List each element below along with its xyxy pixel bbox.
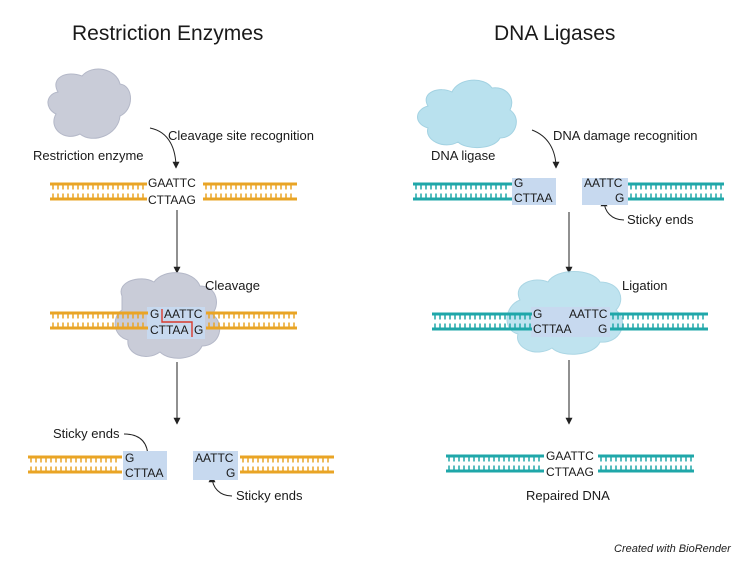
seq-frag-right-bot: G: [226, 466, 235, 480]
highlight-cleavage: [147, 307, 205, 339]
repaired-dna-label: Repaired DNA: [526, 488, 610, 503]
highlight-frag-left: [123, 451, 167, 480]
restriction-enzyme-blob: [47, 68, 131, 139]
seq-left-1-top: GAATTC: [148, 176, 196, 190]
dna-right-1-a: [413, 182, 512, 201]
seq-left-1-bot: CTTAAG: [148, 193, 196, 207]
seq-cut-top-left: G: [150, 307, 159, 321]
highlight-lig-frag-right: [582, 178, 628, 205]
cleavage-site-recognition-label: Cleavage site recognition: [168, 128, 314, 143]
seq-frag-left-top: G: [125, 451, 134, 465]
seq-repaired-bot: CTTAAG: [546, 465, 594, 479]
highlight-frag-right: [193, 451, 238, 480]
dna-left-1-a: [50, 182, 147, 201]
seq-frag-left-bot: CTTAA: [125, 466, 163, 480]
dna-right-3-b: [598, 454, 694, 473]
seq-lig-frag-left-top: G: [514, 176, 523, 190]
sticky-ends-label-2: Sticky ends: [236, 488, 303, 503]
dna-left-2-a: [50, 311, 148, 330]
sequence-labels: GAATTC CTTAAG G AATTC CTTAA G G CTTAA AA…: [125, 176, 624, 480]
dna-ligase-label: DNA ligase: [431, 148, 496, 163]
recognition-arrow-left: [149, 127, 180, 169]
dna-left-2-b: [206, 311, 297, 330]
ligation-label: Ligation: [622, 278, 668, 293]
seq-lig-mid-left-bot: CTTAA: [533, 322, 571, 336]
biorender-credit: Created with BioRender: [614, 543, 731, 555]
seq-lig-frag-left-bot: CTTAA: [514, 191, 552, 205]
seq-lig-mid-right-bot: G: [598, 322, 607, 336]
recognition-arrow-right: [531, 129, 560, 169]
seq-cut-bot-right: G: [194, 323, 203, 337]
cleavage-label: Cleavage: [205, 278, 260, 293]
dna-left-3-b: [240, 455, 334, 474]
seq-frag-right-top: AATTC: [195, 451, 234, 465]
dna-right-1-b: [628, 182, 724, 201]
cut-line: [161, 309, 193, 337]
seq-lig-frag-right-top: AATTC: [584, 176, 623, 190]
dna-ligase-blob: [417, 79, 517, 148]
dna-left-1-b: [203, 182, 297, 201]
restriction-enzyme-label: Restriction enzyme: [33, 148, 144, 163]
dna-right-2-b: [610, 312, 708, 331]
sequence-highlights: [123, 178, 628, 480]
dna-strands: [28, 182, 724, 474]
highlight-lig-frag-left: [512, 178, 556, 205]
dna-left-3-a: [28, 455, 122, 474]
highlight-lig-mid-right: [566, 307, 610, 337]
seq-repaired-top: GAATTC: [546, 449, 594, 463]
seq-cut-top-right: AATTC: [164, 307, 203, 321]
dna-damage-recognition-label: DNA damage recognition: [553, 128, 698, 143]
dna-right-2-a: [432, 312, 532, 331]
seq-lig-frag-right-bot: G: [615, 191, 624, 205]
sticky-ends-label-1: Sticky ends: [53, 426, 120, 441]
sticky-ends-label-right: Sticky ends: [627, 212, 694, 227]
dna-ligases-title: DNA Ligases: [494, 22, 616, 45]
restriction-enzymes-title: Restriction Enzymes: [72, 22, 264, 45]
seq-lig-mid-right-top: AATTC: [569, 307, 608, 321]
seq-cut-bot-left: CTTAA: [150, 323, 188, 337]
dna-right-3-a: [446, 454, 544, 473]
seq-lig-mid-left-top: G: [533, 307, 542, 321]
